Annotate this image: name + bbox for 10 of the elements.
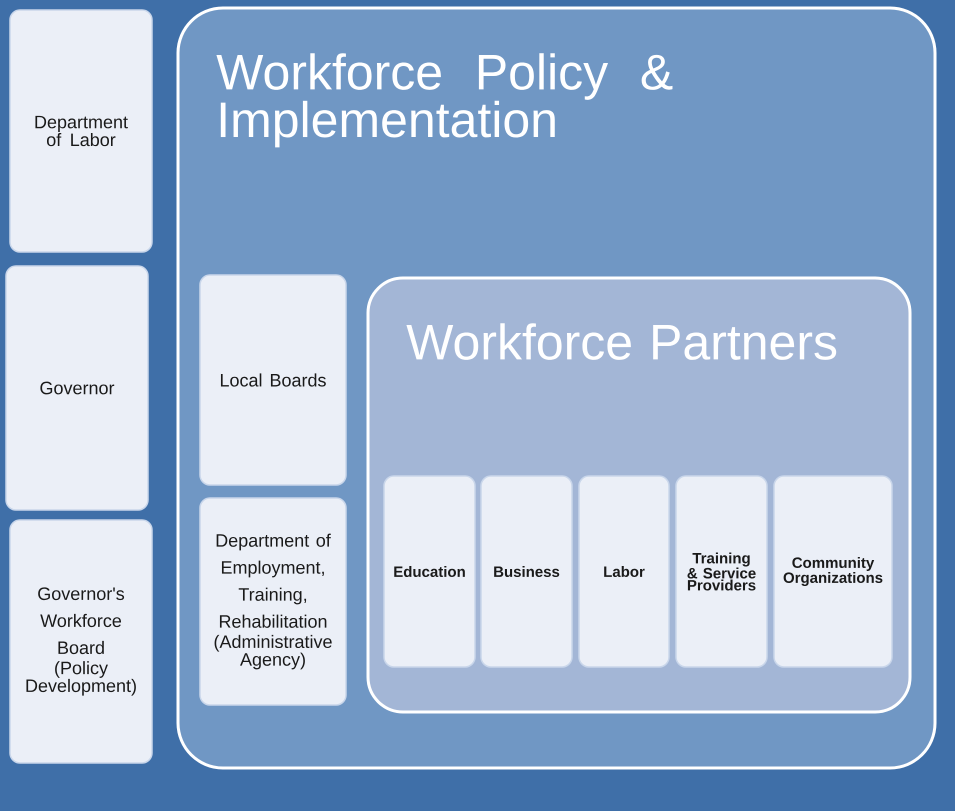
- partner-box: Training & Service Providers: [675, 475, 768, 668]
- org-box: Governor: [5, 265, 149, 511]
- partner-box: Community Organizations: [773, 475, 893, 668]
- org-box: Governor's Workforce Board (Policy Development): [9, 519, 153, 764]
- org-box: Department of Employment, Training, Rehabilitation (Administrative Agency): [199, 497, 347, 706]
- partner-box: Business: [480, 475, 573, 668]
- partner-box: Education: [383, 475, 476, 668]
- org-box: Department of Labor: [9, 9, 153, 253]
- partner-box: Labor: [578, 475, 670, 668]
- org-box: Local Boards: [199, 274, 347, 486]
